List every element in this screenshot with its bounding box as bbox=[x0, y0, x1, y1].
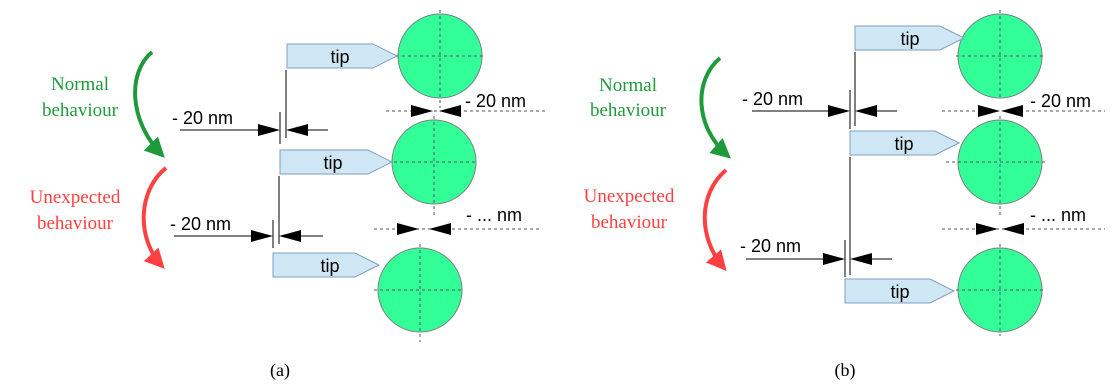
panel-a-offset-lines bbox=[174, 70, 328, 248]
panel-a-gap-label-1: - 20 nm bbox=[465, 91, 526, 111]
panel-a-normal-arrow bbox=[133, 50, 165, 158]
panel-b-normal-arrow bbox=[699, 56, 731, 159]
panel-a-tip-3-label: tip bbox=[320, 256, 339, 276]
panel-b-unexpected-arrow bbox=[702, 168, 728, 272]
panel-b-tip-3-label: tip bbox=[890, 282, 909, 302]
panel-a-offset-label-1: - 20 nm bbox=[172, 108, 233, 128]
panel-a-unexpected-label-line2: behaviour bbox=[37, 213, 114, 234]
panel-a-tip-2 bbox=[279, 149, 394, 175]
panel-b-offset-label-1: - 20 nm bbox=[742, 89, 803, 109]
panel-b-offset-arrowheads bbox=[823, 105, 877, 265]
panel-b-tip-2-label: tip bbox=[894, 134, 913, 154]
panel-a-tip-3 bbox=[272, 252, 381, 278]
panel-a-circle-3 bbox=[377, 247, 463, 333]
panel-a-circle-2 bbox=[391, 119, 477, 205]
panel-b-gap-arrowheads bbox=[976, 105, 1024, 235]
panel-a-caption: (a) bbox=[270, 360, 290, 381]
panel-b-unexpected-label-line2: behaviour bbox=[591, 212, 668, 233]
panel-b-tip-2 bbox=[849, 130, 961, 156]
panel-a-unexpected-label-line1: Unexpected bbox=[30, 187, 121, 208]
panel-a-tip-2-label: tip bbox=[323, 153, 342, 173]
panel-b-crosshairs bbox=[942, 10, 1105, 336]
panel-b-caption: (b) bbox=[835, 360, 856, 381]
panel-a-gap-label-2: - ... nm bbox=[466, 205, 522, 225]
panel-b-tip-3 bbox=[844, 278, 956, 304]
panel-a-unexpected-arrow bbox=[141, 166, 168, 269]
panel-b-normal-label-line1: Normal bbox=[599, 75, 657, 96]
panel-b-gap-label-2: - ... nm bbox=[1030, 205, 1086, 225]
panel-b-normal-label-line2: behaviour bbox=[590, 100, 667, 121]
panel-a-normal-label-line1: Normal bbox=[51, 74, 109, 95]
panel-b-tip-1-label: tip bbox=[900, 29, 919, 49]
panel-b-unexpected-label-line1: Unexpected bbox=[584, 186, 675, 207]
panel-a-tip-1 bbox=[286, 43, 399, 69]
panel-a-normal-label-line2: behaviour bbox=[42, 100, 119, 121]
panel-b-offset-label-2: - 20 nm bbox=[740, 236, 801, 256]
panel-b-gap-label-1: - 20 nm bbox=[1030, 91, 1091, 111]
panel-a: Normal behaviour Unexpected behaviour ti… bbox=[30, 10, 545, 381]
panel-a-tip-1-label: tip bbox=[330, 47, 349, 67]
panel-a-gap-arrowheads bbox=[397, 105, 461, 235]
panel-b-tip-1 bbox=[854, 25, 966, 51]
panel-a-crosshairs bbox=[374, 10, 545, 342]
panel-a-offset-label-2: - 20 nm bbox=[170, 214, 231, 234]
panel-a-offset-arrowheads bbox=[251, 124, 308, 242]
panel-b: Normal behaviour Unexpected behaviour ti… bbox=[584, 10, 1105, 381]
